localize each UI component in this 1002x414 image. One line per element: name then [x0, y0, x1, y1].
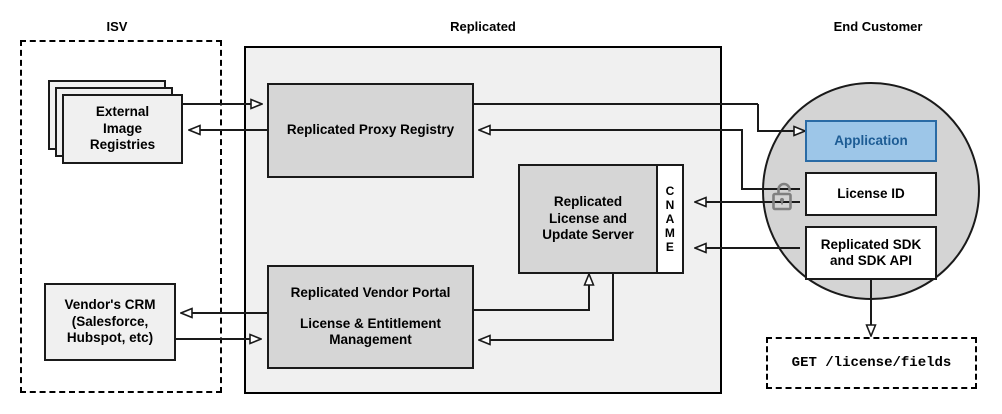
replicated-sdk-line-2: and SDK API — [829, 253, 912, 268]
cname-letter-5: E — [665, 240, 675, 255]
vendor-portal-subtitle-line-1: License & Entitlement — [299, 315, 442, 331]
isv-boundary — [20, 40, 222, 393]
section-title-isv: ISV — [106, 19, 128, 34]
replicated-sdk-line-1: Replicated SDK — [820, 236, 922, 252]
node-replicated-license-update-server[interactable]: Replicated License and Update Server — [518, 164, 658, 274]
license-update-server-line-2: License and — [548, 210, 628, 226]
node-license-id[interactable]: License ID — [805, 172, 937, 216]
cname-letter-3: A — [665, 211, 675, 226]
api-call-text: GET /license/fields — [791, 355, 952, 371]
vendors-crm-line-1: Vendor's CRM — [64, 297, 156, 313]
node-cname[interactable]: C N A M E — [656, 164, 684, 274]
vendors-crm-line-2: (Salesforce, — [71, 313, 149, 329]
external-image-registries-line-1: External — [95, 104, 150, 120]
node-vendors-crm[interactable]: Vendor's CRM (Salesforce, Hubspot, etc) — [44, 283, 176, 361]
license-update-server-line-3: Update Server — [542, 227, 634, 243]
external-image-registries-line-3: Registries — [89, 137, 156, 153]
vendors-crm-line-3: Hubspot, etc) — [66, 330, 154, 346]
vendor-portal-title: Replicated Vendor Portal — [290, 285, 451, 301]
node-external-image-registries[interactable]: External Image Registries — [62, 94, 183, 164]
application-label: Application — [834, 132, 908, 148]
cname-letter-1: C — [665, 183, 675, 198]
vendor-portal-subtitle-line-2: Management — [329, 332, 412, 348]
node-replicated-proxy-registry[interactable]: Replicated Proxy Registry — [267, 83, 474, 178]
cname-letter-4: M — [664, 226, 676, 241]
section-title-end-customer: End Customer — [833, 19, 923, 34]
node-application[interactable]: Application — [805, 120, 937, 162]
unlocked-padlock-icon — [769, 180, 799, 214]
cname-letter-2: N — [665, 197, 675, 212]
node-replicated-sdk[interactable]: Replicated SDK and SDK API — [805, 226, 937, 280]
license-update-server-line-1: Replicated — [553, 194, 623, 210]
license-id-label: License ID — [837, 185, 905, 201]
node-replicated-vendor-portal[interactable]: Replicated Vendor Portal License & Entit… — [267, 265, 474, 369]
node-api-call[interactable]: GET /license/fields — [766, 337, 977, 389]
section-title-replicated: Replicated — [450, 19, 516, 34]
external-image-registries-line-2: Image — [102, 120, 143, 136]
replicated-proxy-registry-label: Replicated Proxy Registry — [286, 122, 455, 138]
